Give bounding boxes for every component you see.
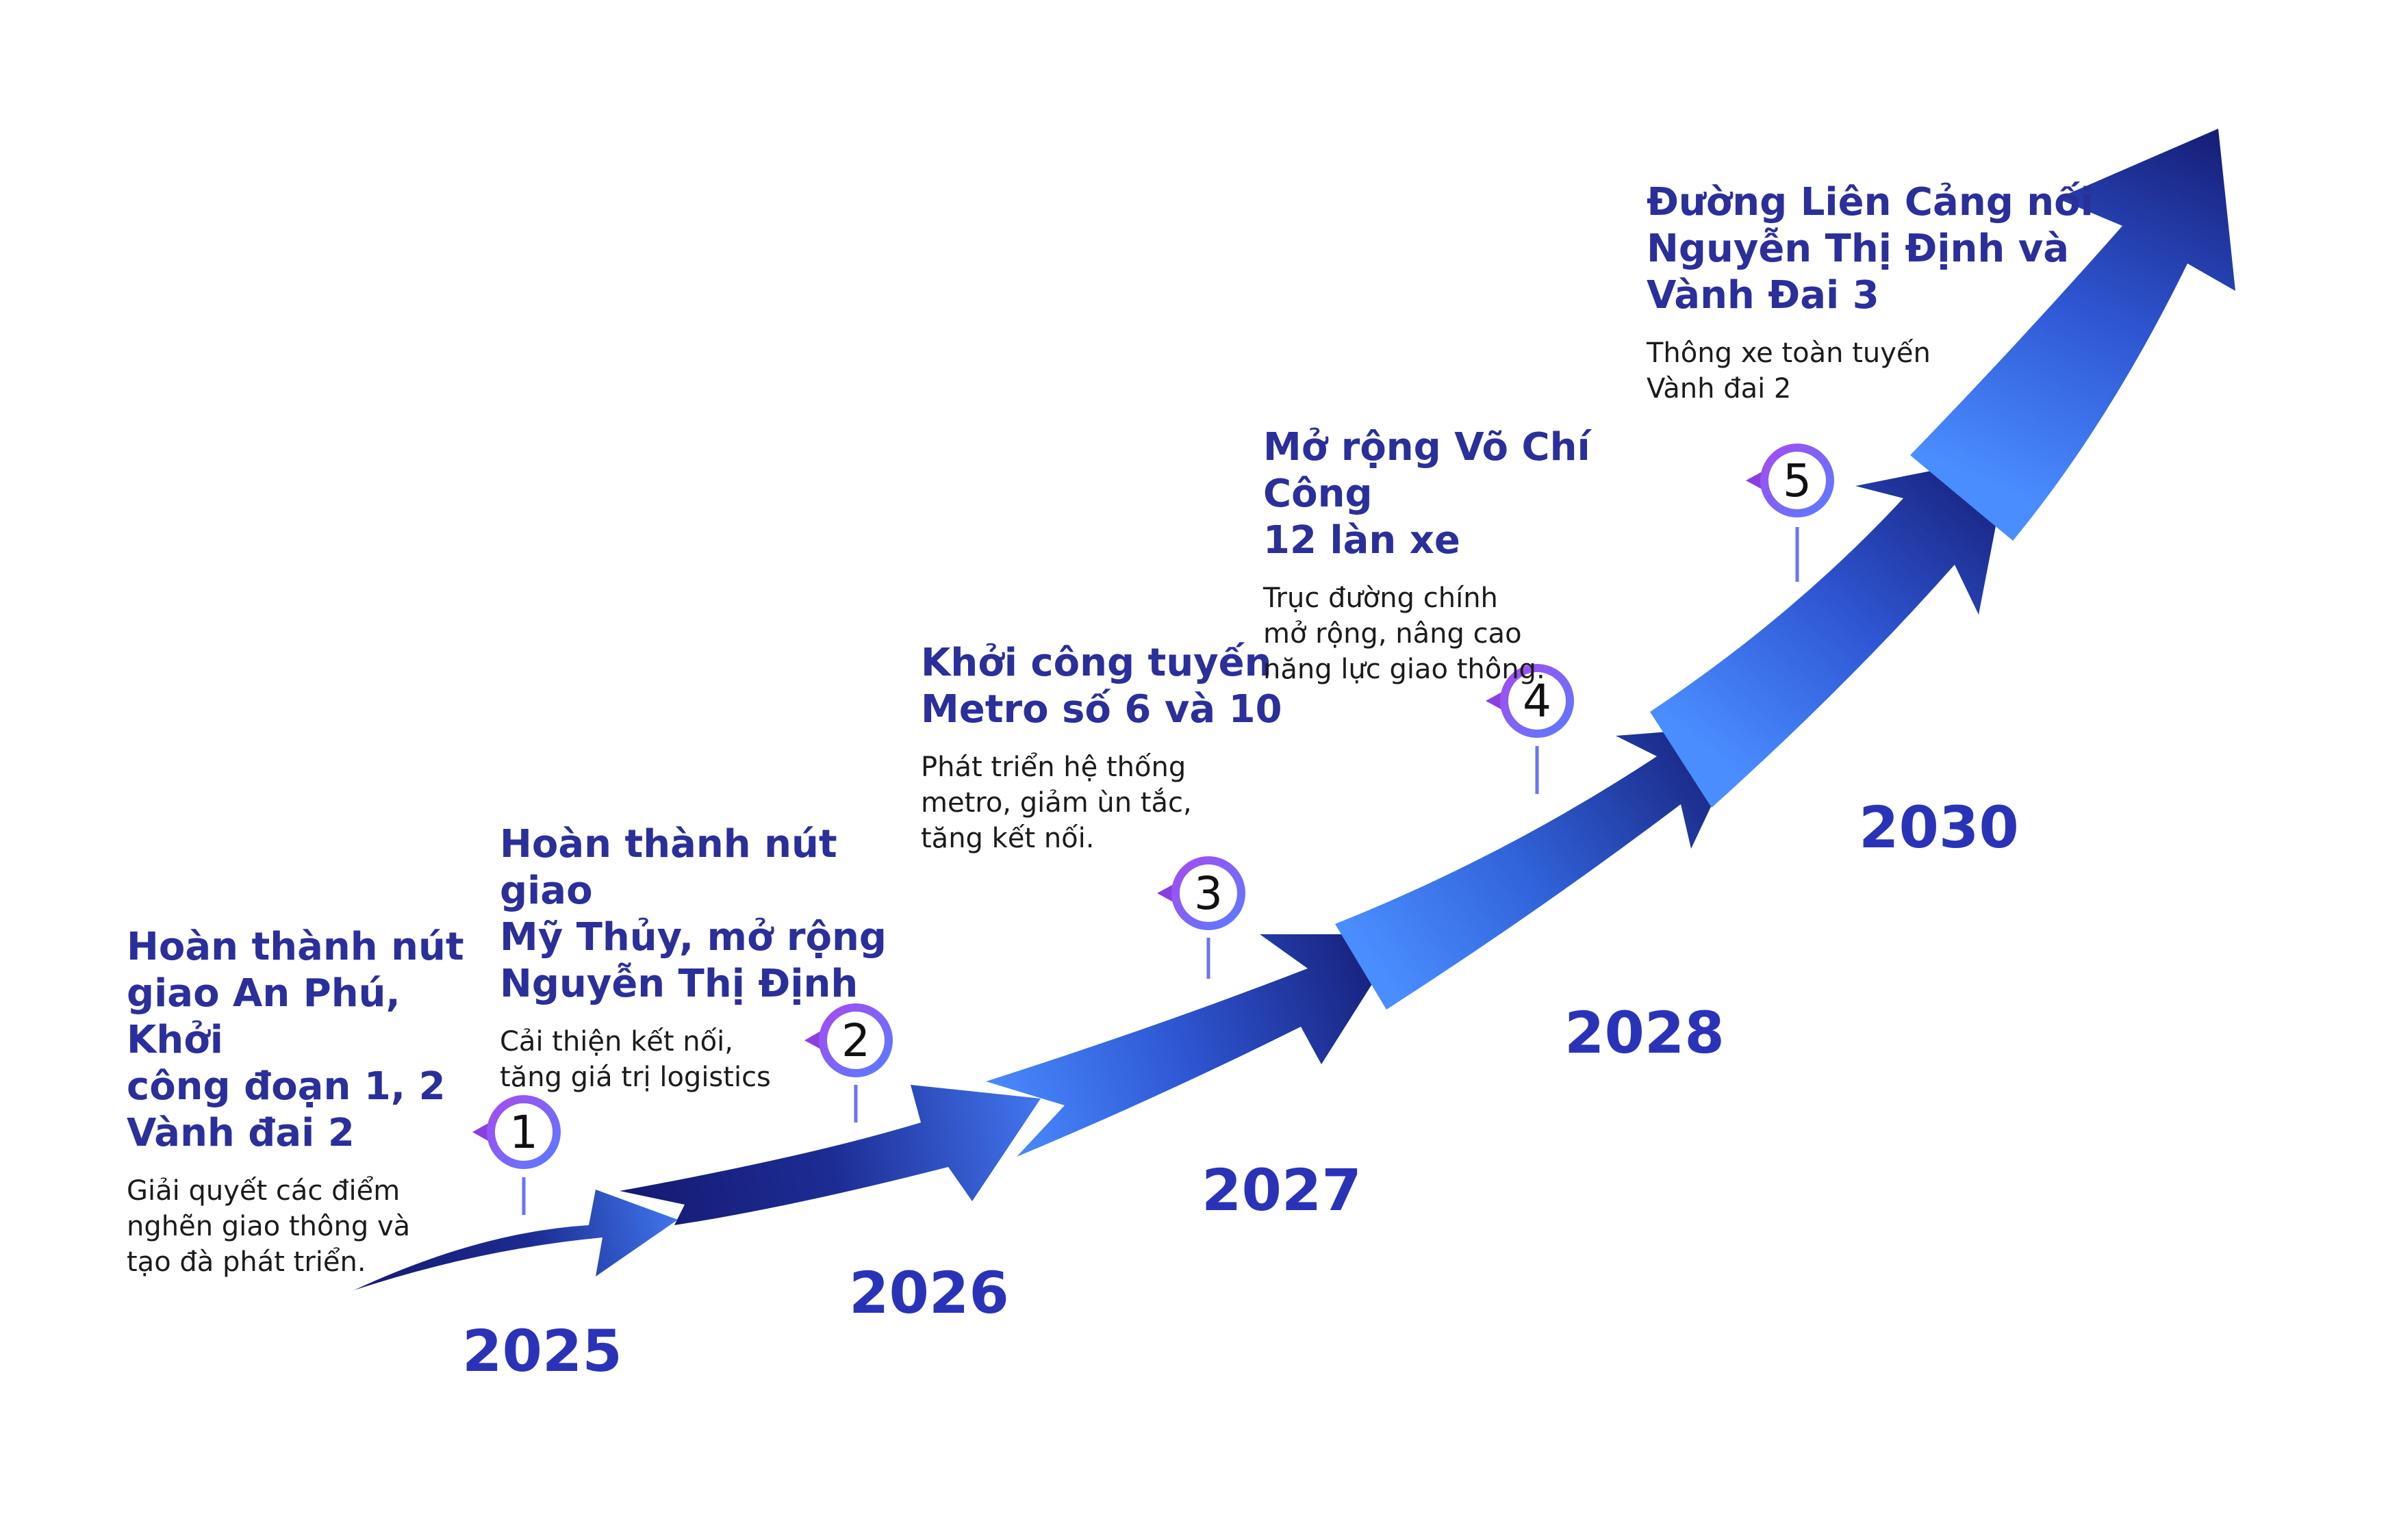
milestone-5: Đường Liên Cảng nối Nguyễn Thị Định và V… xyxy=(1647,179,2098,407)
milestone-3: Khởi công tuyến Metro số 6 và 10 Phát tr… xyxy=(921,640,1304,856)
pin-number-3: 3 xyxy=(1194,867,1223,920)
year-2026: 2026 xyxy=(849,1259,1009,1326)
milestone-5-desc-line-2: Vành đai 2 xyxy=(1647,373,1792,405)
pin-1 xyxy=(472,1095,561,1215)
year-2030: 2030 xyxy=(1859,794,2019,861)
milestone-1-title: Hoàn thành nút giao An Phú, Khởi công đo… xyxy=(127,924,510,1157)
milestone-5-description: Thông xe toàn tuyến Vành đai 2 xyxy=(1647,335,2098,407)
year-2028: 2028 xyxy=(1564,999,1725,1066)
milestone-2: Hoàn thành nút giao Mỹ Thủy, mở rộng Ngu… xyxy=(500,821,938,1095)
milestone-1-description: Giải quyết các điểm nghẽn giao thông và … xyxy=(127,1173,510,1280)
arrow-segment-5 xyxy=(1650,455,2009,808)
milestone-3-title-line-1: Khởi công tuyến xyxy=(921,641,1272,685)
milestone-5-desc-line-1: Thông xe toàn tuyến xyxy=(1647,337,1931,369)
milestone-2-desc-line-1: Cải thiện kết nối, xyxy=(500,1026,733,1057)
milestone-4: Mở rộng Võ Chí Công 12 làn xe Trục đường… xyxy=(1263,424,1701,687)
milestone-1-title-line-1: Hoàn thành nút xyxy=(127,925,464,969)
milestone-2-desc-line-2: tăng giá trị logistics xyxy=(500,1062,771,1093)
milestone-1-desc-line-3: tạo đà phát triển. xyxy=(127,1246,366,1278)
milestone-5-title-line-3: Vành Đai 3 xyxy=(1647,273,1879,318)
milestone-4-title: Mở rộng Võ Chí Công 12 làn xe xyxy=(1263,424,1701,564)
milestone-3-desc-line-2: metro, giảm ùn tắc, xyxy=(921,787,1192,819)
milestone-3-title-line-2: Metro số 6 và 10 xyxy=(921,687,1282,732)
milestone-5-title-line-2: Nguyễn Thị Định và xyxy=(1647,227,2070,271)
milestone-4-desc-line-2: mở rộng, nâng cao xyxy=(1263,618,1522,650)
milestone-4-description: Trục đường chính mở rộng, nâng cao năng … xyxy=(1263,580,1701,687)
pin-2 xyxy=(804,1003,893,1122)
milestone-4-title-line-1: Mở rộng Võ Chí Công xyxy=(1263,425,1590,516)
pin-number-1: 1 xyxy=(509,1106,538,1159)
milestone-3-description: Phát triển hệ thống metro, giảm ùn tắc, … xyxy=(921,749,1304,856)
year-2027: 2027 xyxy=(1202,1157,1362,1224)
milestone-4-desc-line-1: Trục đường chính xyxy=(1263,582,1498,614)
pin-number-5: 5 xyxy=(1783,454,1812,507)
milestone-1-desc-line-2: nghẽn giao thông và xyxy=(127,1211,411,1242)
pin-number-2: 2 xyxy=(841,1014,870,1067)
arrow-segment-1 xyxy=(354,1190,678,1290)
pin-number-4: 4 xyxy=(1523,675,1551,728)
milestone-1-title-line-4: Vành đai 2 xyxy=(127,1111,355,1155)
milestone-2-title-line-1: Hoàn thành nút giao xyxy=(500,822,837,913)
milestone-1-title-line-2: giao An Phú, Khởi xyxy=(127,971,401,1062)
milestone-1-title-line-3: công đoạn 1, 2 xyxy=(127,1064,446,1109)
milestone-2-title: Hoàn thành nút giao Mỹ Thủy, mở rộng Ngu… xyxy=(500,821,938,1008)
pin-3 xyxy=(1157,856,1245,979)
milestone-5-title-line-1: Đường Liên Cảng nối xyxy=(1647,180,2094,224)
milestone-2-title-line-3: Nguyễn Thị Định xyxy=(500,962,859,1006)
arrow-segment-2 xyxy=(620,1085,1041,1225)
arrow-segment-3 xyxy=(986,934,1404,1157)
arrow-segment-4 xyxy=(1335,726,1749,1010)
milestone-3-desc-line-1: Phát triển hệ thống xyxy=(921,752,1186,783)
milestone-1-desc-line-1: Giải quyết các điểm xyxy=(127,1175,401,1207)
milestone-2-title-line-2: Mỹ Thủy, mở rộng xyxy=(500,915,887,960)
milestone-3-desc-line-3: tăng kết nối. xyxy=(921,823,1095,854)
pin-4 xyxy=(1486,664,1574,794)
milestone-4-desc-line-3: năng lực giao thông. xyxy=(1263,654,1545,685)
pin-5 xyxy=(1746,444,1834,582)
year-2025: 2025 xyxy=(462,1318,622,1385)
milestone-3-title: Khởi công tuyến Metro số 6 và 10 xyxy=(921,640,1304,733)
milestone-5-title: Đường Liên Cảng nối Nguyễn Thị Định và V… xyxy=(1647,179,2098,319)
milestone-2-description: Cải thiện kết nối, tăng giá trị logistic… xyxy=(500,1024,938,1095)
arrow-segment-6 xyxy=(1910,129,2235,541)
milestone-1: Hoàn thành nút giao An Phú, Khởi công đo… xyxy=(127,924,510,1280)
milestone-4-title-line-2: 12 làn xe xyxy=(1263,518,1460,563)
